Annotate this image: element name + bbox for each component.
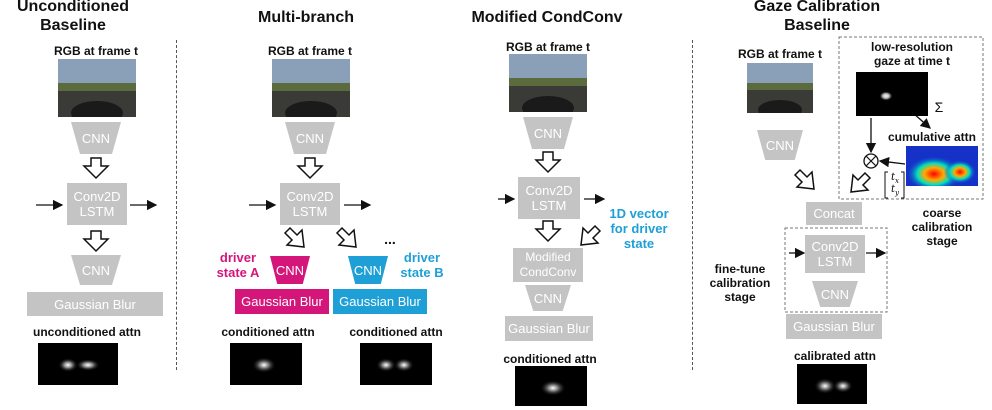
input-label: RGB at frame t	[53, 44, 139, 58]
hollow-diag-arrow	[283, 226, 305, 248]
column-divider-2	[692, 40, 693, 370]
cnn-encoder: CNN	[757, 130, 803, 160]
driver-state-a-label: driver state A	[216, 250, 260, 280]
finetune-stage-label: fine-tune calibration stage	[709, 262, 771, 304]
hollow-diag-arrow	[580, 224, 602, 246]
output-label-b: conditioned attn	[349, 325, 443, 339]
cnn-branch-a: CNN	[270, 256, 310, 284]
hollow-diag-arrow	[335, 226, 357, 248]
column-title-calibration: Gaze Calibration Baseline	[753, 0, 881, 34]
rgb-frame-image	[509, 54, 587, 112]
coarse-stage-label: coarse calibration stage	[911, 206, 973, 248]
finetune-stage-box	[784, 227, 888, 313]
hollow-down-arrow	[82, 157, 110, 180]
cumulative-attn-label: cumulative attn	[887, 130, 977, 144]
gaussian-blur-branch-a: Gaussian Blur	[235, 289, 329, 314]
input-label: RGB at frame t	[505, 40, 591, 54]
output-label: unconditioned attn	[33, 325, 141, 339]
gaussian-blur-block: Gaussian Blur	[27, 292, 163, 316]
hollow-down-arrow	[534, 151, 562, 174]
low-resolution-gaze-map	[856, 72, 928, 116]
column-title-condconv: Modified CondConv	[471, 9, 623, 26]
attention-map	[515, 366, 587, 406]
cnn-encoder: CNN	[285, 122, 335, 154]
gaussian-blur-block: Gaussian Blur	[786, 314, 882, 339]
column-title-multibranch: Multi-branch	[258, 9, 354, 26]
low-resolution-gaze-label: low-resolution gaze at time t	[871, 40, 953, 68]
ellipsis: ...	[384, 231, 396, 247]
gaussian-blur-branch-b: Gaussian Blur	[333, 289, 427, 314]
hollow-down-arrow	[296, 157, 324, 180]
cnn-branch-b: CNN	[348, 256, 388, 284]
conv2d-lstm-block: Conv2D LSTM	[280, 183, 340, 225]
hollow-diag-arrow	[793, 168, 815, 190]
conv2d-lstm-block: Conv2D LSTM	[805, 235, 865, 273]
coarse-stage-box	[838, 36, 984, 200]
attention-map-a	[230, 343, 302, 385]
rgb-frame-image	[58, 59, 136, 117]
output-label: conditioned attn	[503, 352, 597, 366]
hollow-down-arrow	[534, 220, 562, 243]
attention-map	[38, 343, 118, 385]
driver-state-b-label: driver state B	[400, 250, 444, 280]
cnn-encoder: CNN	[523, 117, 573, 149]
concat-block: Concat	[806, 202, 862, 225]
sum-icon: Σ	[934, 99, 944, 115]
output-label-a: conditioned attn	[221, 325, 315, 339]
column-title-unconditioned: Unconditioned Baseline	[17, 0, 129, 34]
rgb-frame-image	[747, 63, 813, 113]
output-label: calibrated attn	[793, 349, 877, 363]
column-divider-1	[176, 40, 177, 370]
attention-map-b	[360, 343, 432, 385]
hollow-diag-arrow	[850, 171, 872, 193]
cnn-decoder: CNN	[71, 255, 121, 285]
modified-condconv-block: Modified CondConv	[513, 248, 583, 282]
attention-map	[797, 364, 867, 404]
input-label: RGB at frame t	[737, 47, 823, 61]
cumulative-attn-map	[906, 146, 978, 186]
conv2d-lstm-block: Conv2D LSTM	[67, 183, 127, 225]
cnn-decoder: CNN	[525, 285, 571, 311]
hollow-down-arrow	[82, 230, 110, 253]
driver-vector-label: 1D vector for driver state	[609, 206, 669, 251]
translation-vector-bracket	[884, 171, 905, 199]
cnn-encoder: CNN	[71, 122, 121, 154]
conv2d-lstm-block: Conv2D LSTM	[518, 177, 580, 219]
ty-label: ty	[891, 184, 899, 197]
input-label: RGB at frame t	[267, 44, 353, 58]
gaussian-blur-block: Gaussian Blur	[505, 316, 593, 341]
tx-label: tx	[891, 172, 899, 185]
rgb-frame-image	[272, 59, 350, 117]
cnn-decoder: CNN	[812, 281, 858, 307]
